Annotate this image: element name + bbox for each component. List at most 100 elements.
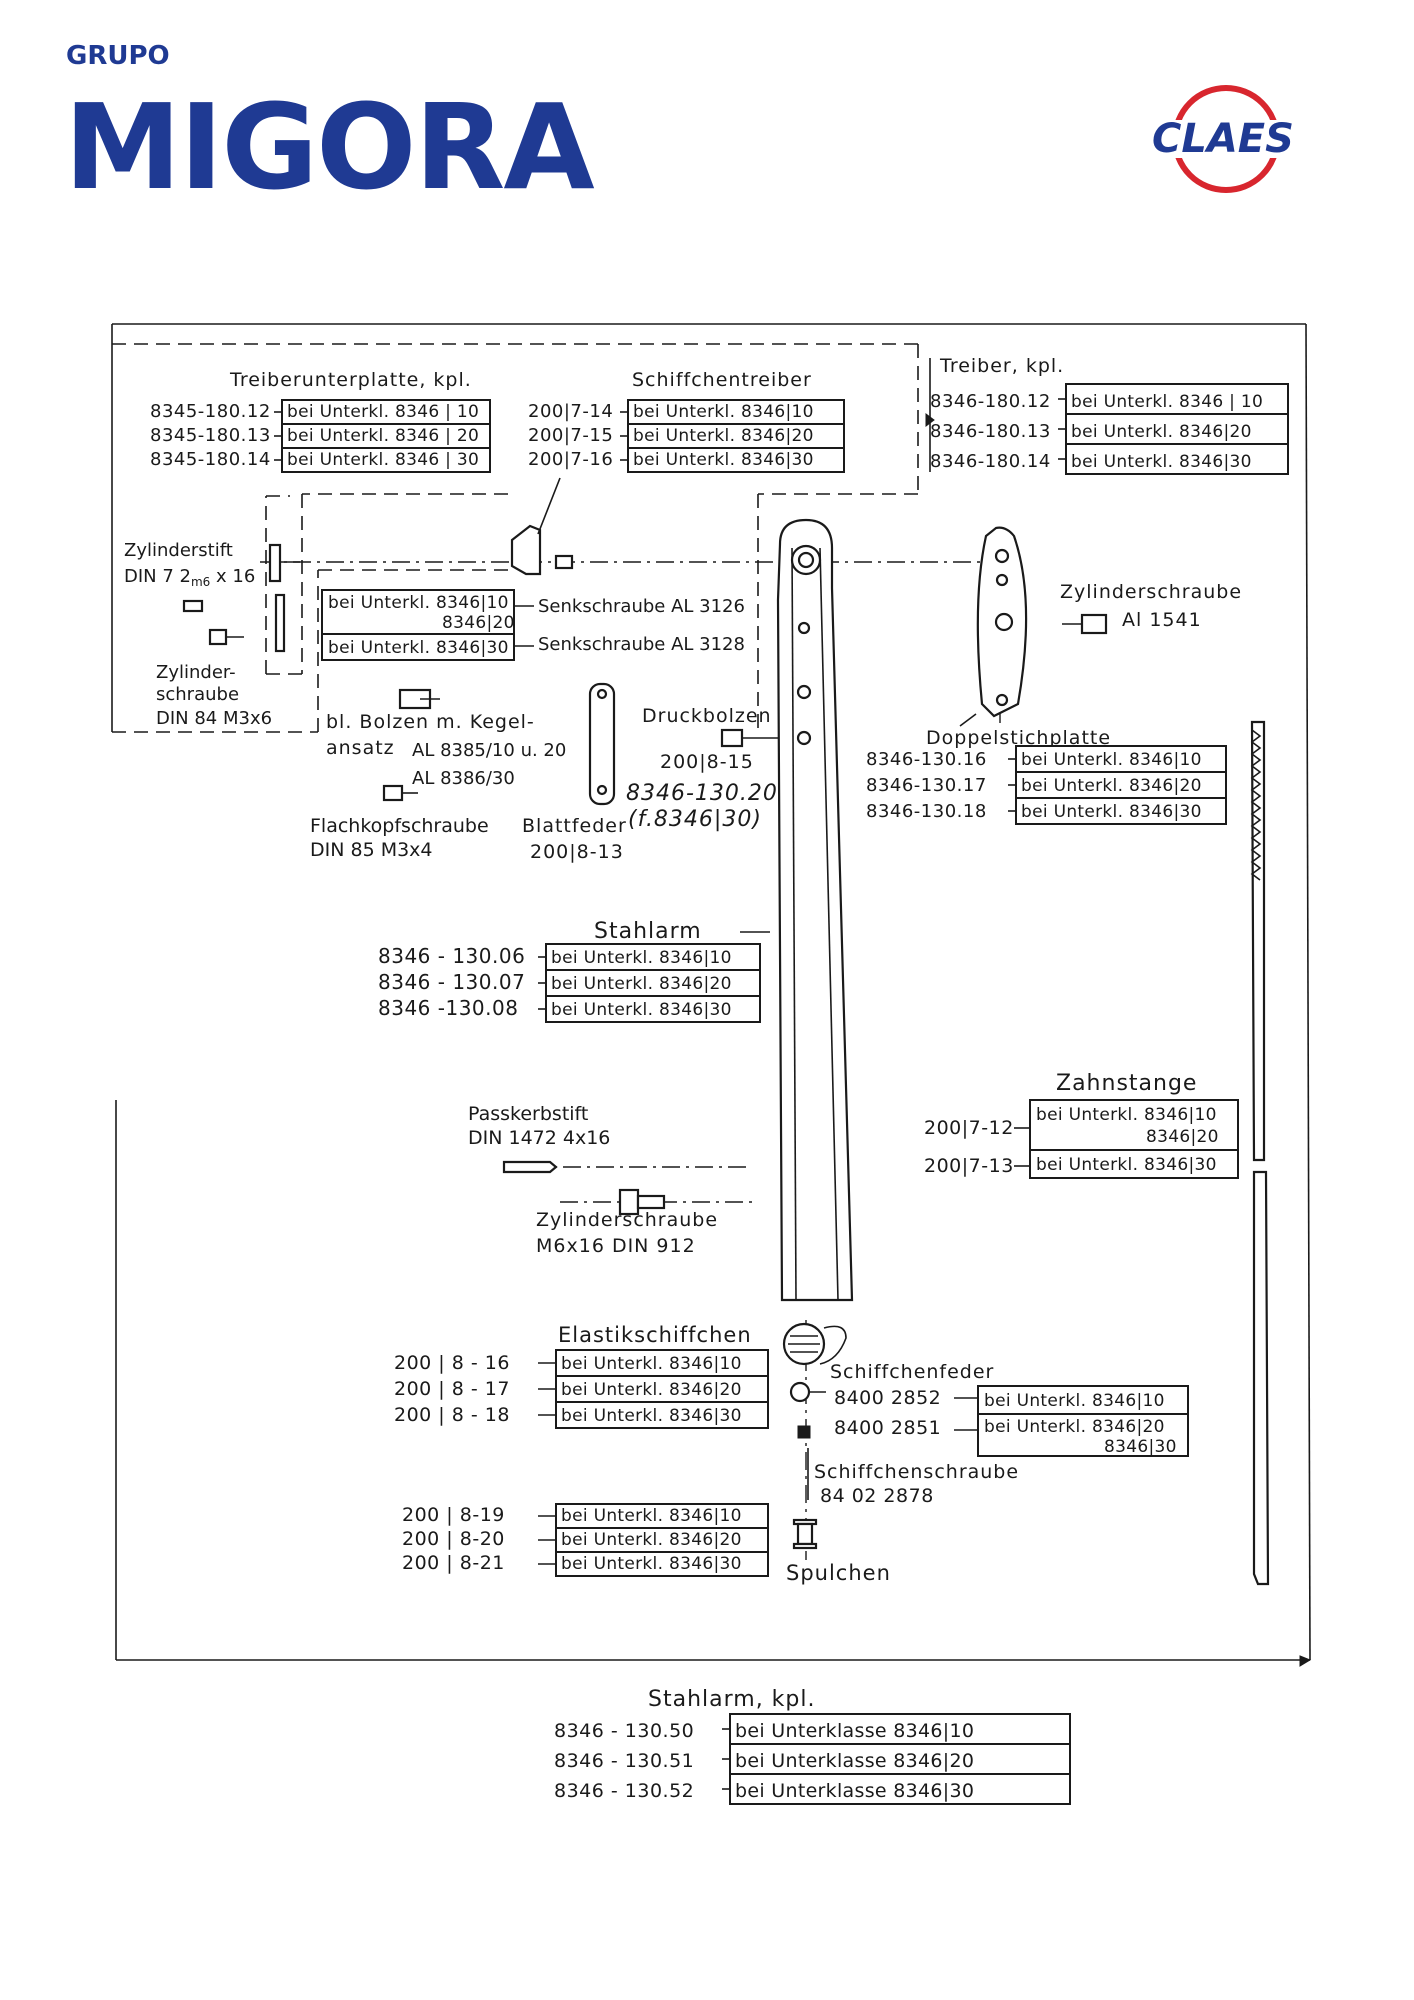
treiberunterplatte-group: Treiberunterplatte, kpl. 8345-180.12 bei … (150, 369, 491, 473)
zylinderschraube-din84-l1: Zylinder- (156, 662, 236, 683)
bolzen-icon (398, 688, 440, 710)
schiffchenschraube-icon (797, 1425, 811, 1439)
migora-logo: GRUPO MIGORA (64, 41, 596, 216)
bolzen-l1: bl. Bolzen m. Kegel- (326, 711, 535, 733)
doppelstichplatte-box-1 (1015, 771, 1227, 799)
senkschraube-group: bei Unterkl. 8346|10 8346|20 bei Unterkl… (321, 589, 745, 661)
logo-small-text: GRUPO (66, 41, 170, 71)
zylinderstift-din: DIN 7 2 (124, 566, 191, 587)
doppelstichplatte-part-2: 8346-130.18 (866, 801, 987, 822)
stahlarm_kpl-box-label-1: bei Unterklasse 8346|20 (735, 1750, 974, 1772)
doppelstichplatte-drawing (976, 526, 1028, 718)
bolzen-l2: ansatz (326, 737, 395, 759)
zylinderschraube-din84-group: Zylinder- schraube DIN 84 M3x6 (156, 662, 272, 729)
spulchen-box-label-2: bei Unterkl. 8346|30 (561, 1554, 742, 1574)
treiberunterplatte-box-1 (281, 423, 491, 449)
elastikschiffchen-part-2: 200 | 8 - 18 (394, 1404, 510, 1426)
blattfeder-l1: Blattfeder (522, 815, 627, 837)
treiber-part-0: 8346-180.12 (930, 391, 1051, 412)
zylinderschraube-din84-icon (182, 593, 286, 653)
stahlarm-drawing (776, 518, 854, 1302)
stahlarm-title: Stahlarm (594, 919, 702, 944)
schiffchentreiber-icon (510, 477, 574, 576)
schiffchenfeder-b1: bei Unterkl. 8346|10 (984, 1391, 1165, 1411)
treiber-part-1: 8346-180.13 (930, 421, 1051, 442)
druckbolzen-icon (720, 728, 760, 748)
stahlarm_kpl-box-2 (729, 1773, 1071, 1805)
zylinderstift-group: Zylinderstift DIN 7 2m6 x 16 (124, 540, 255, 589)
senkschraube-box2: bei Unterkl. 8346|30 (328, 638, 509, 658)
zylinderschraube-m6-l2: M6x16 DIN 912 (536, 1235, 696, 1257)
spulchen-box-2 (555, 1551, 769, 1577)
schiffchenfeder-group: Schiffchenfeder 8400 2852 bei Unterkl. 8… (830, 1361, 1189, 1457)
zylinderschraube-al-l2: Al 1541 (1122, 609, 1202, 631)
druckbolzen-l1: Druckbolzen (642, 705, 772, 727)
stahlarm_kpl-box-label-0: bei Unterklasse 8346|10 (735, 1720, 974, 1742)
flachkopfschraube-l2: DIN 85 M3x4 (310, 839, 433, 861)
schiffchenschraube-group: Schiffchenschraube 84 02 2878 (807, 1448, 1019, 1507)
zahnstange-group: Zahnstange 200|7-12 bei Unterkl. 8346|10… (924, 1071, 1239, 1179)
spulchen-icon (792, 1518, 818, 1550)
flachkopfschraube-l1: Flachkopfschraube (310, 815, 489, 837)
dashed-region (112, 343, 919, 733)
zylinderschraube-al-icon (1062, 613, 1108, 635)
elastikschiffchen-box-2 (555, 1401, 769, 1429)
blattfeder-p2: (f.8346|30) (628, 807, 762, 832)
schiffchenfeder-b2a: bei Unterkl. 8346|20 (984, 1417, 1165, 1437)
treiber-box-label-0: bei Unterkl. 8346 | 10 (1071, 392, 1263, 412)
zylinderstift-label: Zylinderstift (124, 540, 233, 561)
spulchen-box-1 (555, 1527, 769, 1553)
stahlarm_kpl-box-1 (729, 1743, 1071, 1775)
elastikschiffchen-box-label-2: bei Unterkl. 8346|30 (561, 1406, 742, 1426)
spulchen-part-0: 200 | 8-19 (402, 1504, 505, 1526)
zylinderschraube-al-group: Zylinderschraube Al 1541 (1060, 581, 1242, 631)
zylinderstift-size: x 16 (210, 566, 255, 587)
elastikschiffchen-part-1: 200 | 8 - 17 (394, 1378, 510, 1400)
zahnstange-b1b: 8346|20 (1146, 1127, 1219, 1147)
treiber-box-label-1: bei Unterkl. 8346|20 (1071, 422, 1252, 442)
treiber-box-2 (1065, 443, 1289, 475)
elastikschiffchen-icon (782, 1322, 847, 1366)
elastikschiffchen-title: Elastikschiffchen (558, 1323, 752, 1347)
zahnstange-p1: 200|7-12 (924, 1117, 1014, 1139)
treiber-part-2: 8346-180.14 (930, 451, 1051, 472)
passkerbstift-l2: DIN 1472 4x16 (468, 1127, 610, 1149)
zahnstange-b1a: bei Unterkl. 8346|10 (1036, 1105, 1217, 1125)
schiffchentreiber-box-2 (627, 447, 845, 473)
treiberunterplatte-part-0: 8345-180.12 (150, 401, 271, 422)
claes-text: CLAES (1152, 116, 1294, 162)
doppelstichplatte-box-label-0: bei Unterkl. 8346|10 (1021, 750, 1202, 770)
schiffchentreiber-box-label-2: bei Unterkl. 8346|30 (633, 450, 814, 470)
schiffchentreiber-part-2: 200|7-16 (528, 449, 613, 470)
spulchen-box-label-0: bei Unterkl. 8346|10 (561, 1506, 742, 1526)
zahnstange-p2: 200|7-13 (924, 1155, 1014, 1177)
schiffchenfeder-p2: 8400 2851 (834, 1417, 941, 1439)
zylinderschraube-m6-icon (618, 1188, 666, 1216)
elastikschiffchen-box-label-1: bei Unterkl. 8346|20 (561, 1380, 742, 1400)
zylinderschraube-al-l1: Zylinderschraube (1060, 581, 1242, 603)
stahlarm_kpl-part-0: 8346 - 130.50 (554, 1720, 694, 1742)
treiberunterplatte-box-label-1: bei Unterkl. 8346 | 20 (287, 426, 479, 446)
senkschraube-label-1: Senkschraube AL 3126 (538, 596, 745, 617)
stahlarm-box-label-0: bei Unterkl. 8346|10 (551, 948, 732, 968)
druckbolzen-l2: 200|8-15 (660, 751, 754, 773)
doppelstichplatte-box-label-2: bei Unterkl. 8346|30 (1021, 802, 1202, 822)
treiberunterplatte-title: Treiberunterplatte, kpl. (229, 369, 472, 391)
senkschraube-box1b: 8346|20 (442, 613, 515, 633)
schiffchentreiber-box-1 (627, 423, 845, 449)
treiberunterplatte-part-1: 8345-180.13 (150, 425, 271, 446)
flachkopfschraube-icon (382, 784, 418, 802)
treiberunterplatte-box-label-0: bei Unterkl. 8346 | 10 (287, 402, 479, 422)
schiffchenfeder-p1: 8400 2852 (834, 1387, 941, 1409)
schiffchentreiber-box-0 (627, 399, 845, 425)
spulchen-part-2: 200 | 8-21 (402, 1552, 505, 1574)
senkschraube-label-2: Senkschraube AL 3128 (538, 634, 745, 655)
senkschraube-box1a: bei Unterkl. 8346|10 (328, 593, 509, 613)
treiberunterplatte-box-label-2: bei Unterkl. 8346 | 30 (287, 450, 479, 470)
elastikschiffchen-box-label-0: bei Unterkl. 8346|10 (561, 1354, 742, 1374)
schiffchenschraube-l1: Schiffchenschraube (814, 1461, 1019, 1483)
